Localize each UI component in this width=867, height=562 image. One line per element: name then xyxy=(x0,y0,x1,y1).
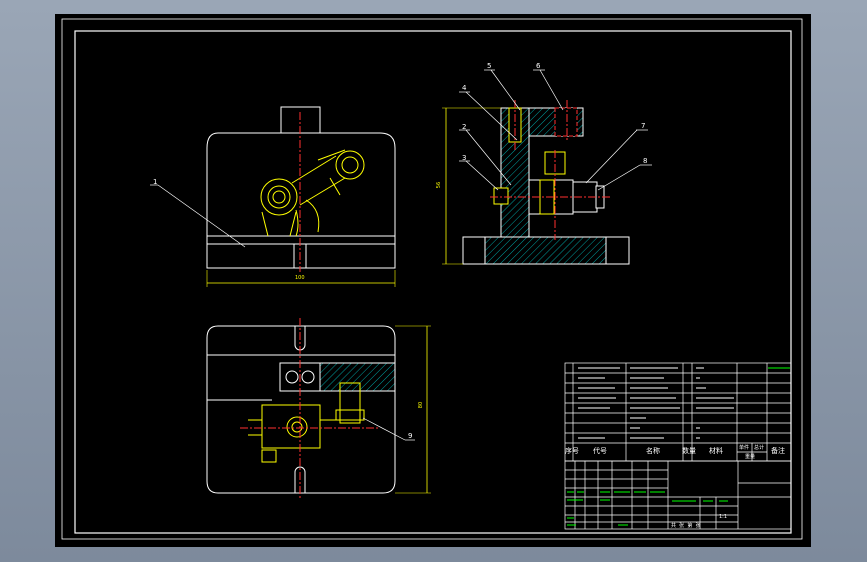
callout-6: 6 xyxy=(536,62,541,70)
side-view xyxy=(442,69,652,265)
top-view xyxy=(206,318,431,500)
callout-7: 7 xyxy=(641,122,646,130)
dim-side-height: 56 xyxy=(436,181,443,189)
bom-header-unit-weight: 单件 xyxy=(739,445,750,451)
title-sheet-label: 共 张 第 张 xyxy=(671,523,701,529)
title-scale: 1:1 xyxy=(719,514,728,520)
callout-3: 3 xyxy=(462,154,467,162)
bom-header-material: 材料 xyxy=(709,447,723,455)
dim-front-width: 100 xyxy=(295,275,305,281)
front-view xyxy=(150,106,396,287)
bom-header-remark: 备注 xyxy=(771,447,785,455)
callout-5: 5 xyxy=(487,62,492,70)
callout-4: 4 xyxy=(462,84,467,92)
callout-2: 2 xyxy=(462,123,467,131)
callout-8: 8 xyxy=(643,157,648,165)
bom-header-name: 名称 xyxy=(646,447,660,455)
dim-top-height: 80 xyxy=(418,401,425,409)
bom-header-weight: 重量 xyxy=(745,454,756,460)
callout-1: 1 xyxy=(153,178,158,186)
bom-header-code: 代号 xyxy=(593,447,607,455)
drawing-background xyxy=(55,14,811,547)
outer-frame xyxy=(61,18,803,540)
callout-9: 9 xyxy=(408,432,413,440)
bom-rows xyxy=(578,367,788,439)
title-block xyxy=(564,460,792,530)
bom-header-index: 序号 xyxy=(565,447,579,455)
bom-header-qty: 数量 xyxy=(682,447,696,455)
bom-table xyxy=(564,362,792,462)
bom-header-total-weight: 总计 xyxy=(754,445,765,451)
title-green-marks xyxy=(567,367,790,526)
inner-frame xyxy=(74,30,792,534)
